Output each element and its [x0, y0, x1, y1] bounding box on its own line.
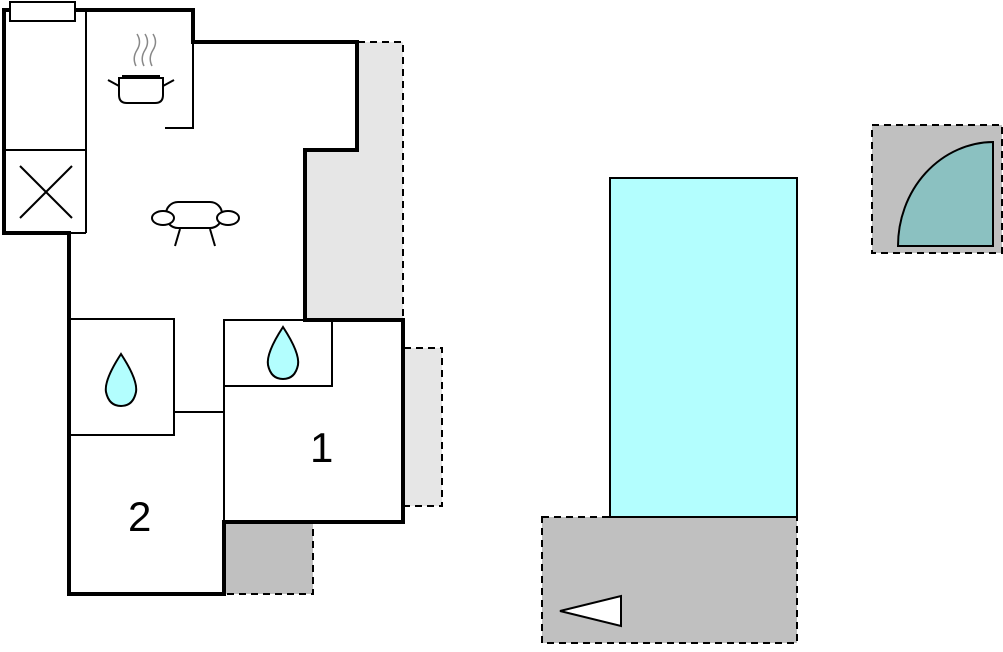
entrance-arrow-icon: [559, 594, 622, 628]
terrace-side-outline: [404, 347, 443, 507]
interior-walls: [4, 12, 333, 522]
sofa-icon: [151, 201, 240, 247]
room-number-2: 2: [128, 493, 151, 540]
terrace-small-outline: [224, 521, 314, 595]
swimming-pool: [609, 177, 798, 518]
water-drop-icon: [104, 352, 138, 408]
terrace-side: [404, 348, 442, 506]
water-drop-icon: [266, 325, 300, 381]
pool-deck: [541, 516, 798, 644]
cooking-pot-icon: [107, 33, 175, 104]
closet-cross-icon: [19, 165, 73, 219]
quarter-circle-shower-icon: [896, 140, 994, 247]
window: [9, 1, 76, 22]
room-number-1: 1: [310, 424, 333, 471]
terrace-small: [224, 522, 313, 594]
terrace-right-upper-outline: [358, 41, 404, 320]
